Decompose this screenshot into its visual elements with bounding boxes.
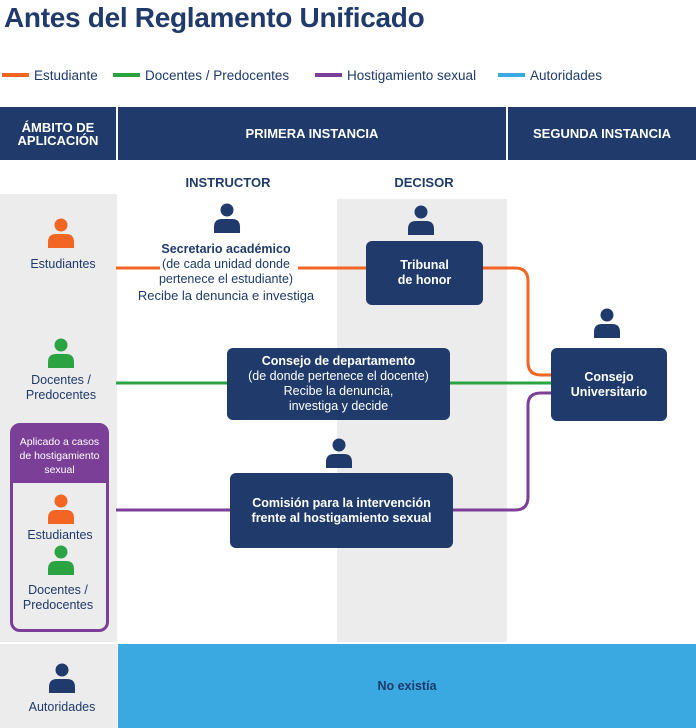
comision-person-icon	[326, 438, 352, 468]
hostigamiento-panel: Aplicado a casos de hostigamiento sexual	[10, 423, 109, 632]
legend-label: Estudiante	[34, 67, 98, 83]
panel-docentes-line1: Docentes /	[28, 583, 88, 597]
comision-hostigamiento-box: Comisión para la intervención frente al …	[230, 473, 453, 548]
consejo-univ-line2: Universitario	[570, 384, 648, 399]
panel-title-line2: de hostigamiento	[19, 450, 100, 462]
column-decisor: DECISOR	[394, 175, 454, 190]
legend-swatch-purple	[315, 73, 342, 77]
header-primera-label: PRIMERA INSTANCIA	[245, 126, 379, 141]
consejo-universitario-person-icon	[594, 308, 620, 338]
header-segunda-instancia: SEGUNDA INSTANCIA	[508, 107, 696, 160]
legend-item-estudiante: Estudiante	[2, 66, 98, 84]
legend-swatch-orange	[2, 73, 29, 77]
tribunal-line1: Tribunal	[400, 258, 449, 272]
panel-estudiantes-label: Estudiantes	[27, 528, 93, 542]
column-instructor: INSTRUCTOR	[185, 175, 271, 190]
consejo-depto-line4: investiga y decide	[288, 399, 389, 413]
secretario-person-icon	[214, 203, 240, 233]
header-segunda-label: SEGUNDA INSTANCIA	[533, 126, 671, 141]
secretario-line3: pertenece el estudiante)	[158, 272, 294, 286]
legend-label: Hostigamiento sexual	[347, 67, 477, 83]
tribunal-de-honor-box: Tribunal de honor	[366, 241, 483, 305]
header-ambito-label: ÁMBITO DE APLICACIÓN	[17, 119, 99, 148]
page-title: Antes del Reglamento Unificado	[4, 2, 425, 33]
no-existia-label: No existía	[377, 679, 437, 693]
panel-docentes-label: Docentes / Predocentes	[8, 583, 108, 613]
header-ambito: ÁMBITO DE APLICACIÓN	[0, 107, 116, 160]
legend-swatch-blue	[498, 73, 525, 77]
consejo-universitario-box: Consejo Universitario	[551, 348, 667, 421]
tribunal-person-icon	[408, 205, 434, 235]
comision-line1: Comisión para la intervención	[252, 495, 431, 510]
comision-line2: frente al hostigamiento sexual	[251, 510, 432, 525]
row-estudiantes-label: Estudiantes	[30, 257, 96, 271]
legend-label: Docentes / Predocentes	[145, 67, 290, 83]
teacher-person-icon	[48, 338, 74, 368]
panel-title-line3: sexual	[44, 464, 75, 476]
panel-docentes-line2: Predocentes	[22, 598, 94, 612]
secretario-line4: Recibe la denuncia e investiga	[137, 288, 315, 303]
consejo-depto-line2: (de donde pertenece el docente)	[248, 369, 429, 383]
secretario-line2: (de cada unidad donde	[162, 257, 290, 271]
row-autoridades-label: Autoridades	[28, 700, 96, 714]
legend-item-autoridades: Autoridades	[498, 66, 602, 84]
tribunal-line2: de honor	[397, 273, 452, 287]
legend-item-docentes: Docentes / Predocentes	[113, 66, 289, 84]
consejo-departamento-box: Consejo de departamento (de donde perten…	[227, 348, 450, 420]
row-docentes-line1: Docentes /	[31, 373, 91, 387]
consejo-depto-title: Consejo de departamento	[261, 354, 416, 368]
consejo-depto-line3: Recibe la denuncia,	[283, 384, 394, 398]
student-person-icon	[48, 494, 74, 524]
authority-person-icon	[49, 663, 75, 693]
legend-item-hostigamiento: Hostigamiento sexual	[315, 66, 476, 84]
legend-label: Autoridades	[530, 67, 603, 83]
hostigamiento-panel-title: Aplicado a casos de hostigamiento sexual	[13, 426, 106, 483]
panel-title-line1: Aplicado a casos	[19, 436, 100, 448]
autoridades-band: No existía	[118, 644, 696, 728]
consejo-univ-line1: Consejo	[584, 369, 634, 384]
teacher-person-icon	[48, 545, 74, 575]
secretario-title: Secretario académico	[161, 242, 291, 256]
student-person-icon	[48, 218, 74, 248]
header-primera-instancia: PRIMERA INSTANCIA	[118, 107, 506, 160]
row-docentes-label: Docentes / Predocentes	[11, 373, 111, 403]
orange-connector-to-consejo	[482, 266, 553, 377]
purple-connector-to-consejo	[453, 391, 553, 512]
row-docentes-line2: Predocentes	[25, 388, 97, 402]
legend-swatch-green	[113, 73, 140, 77]
secretario-academico-node: Secretario académico (de cada unidad don…	[120, 242, 332, 303]
